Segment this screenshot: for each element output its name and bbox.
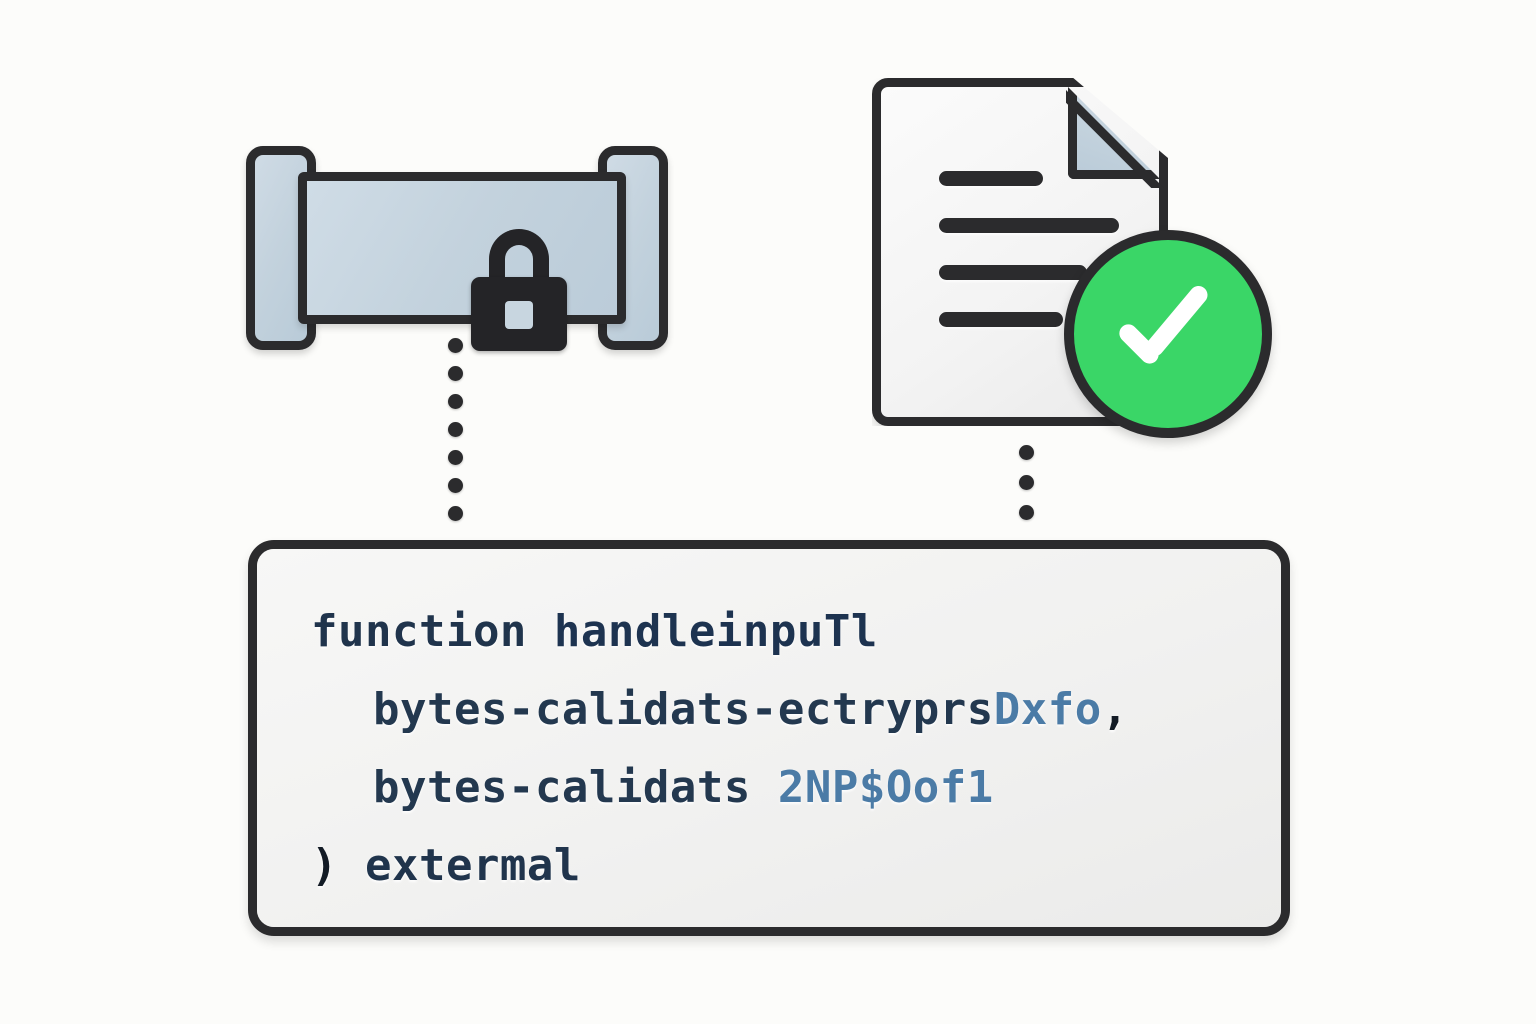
connector-dot	[1019, 505, 1034, 520]
gateway-body	[298, 172, 626, 351]
code-token-literal: 2NP$Oof1	[777, 762, 994, 813]
code-token-keyword: function	[311, 606, 554, 657]
code-token-function: handleinpuTl	[553, 606, 878, 657]
check-circle-icon	[1064, 230, 1272, 438]
lock-shackle	[489, 229, 549, 291]
code-token-punctuation: )	[311, 840, 365, 891]
secure-gateway-icon	[244, 142, 674, 354]
connector-dot	[448, 394, 463, 409]
code-token-type: bytes-calidats	[373, 762, 778, 813]
connector-dot	[1019, 445, 1034, 460]
code-token-punctuation: ,	[1101, 684, 1129, 735]
lock-body	[471, 277, 567, 351]
code-line: bytes-calidats-ectryprsDxfo,	[311, 671, 1281, 749]
code-line: ) extermal	[311, 827, 1281, 905]
connector-dot	[448, 366, 463, 381]
code-token-type: bytes-calidats-ectryprs	[373, 684, 994, 735]
connector-dot	[448, 450, 463, 465]
code-token-literal: Dxfo	[993, 684, 1102, 735]
connector-dot	[1019, 475, 1034, 490]
lock-keyhole	[505, 301, 533, 329]
lock-icon	[471, 229, 567, 351]
validated-document-icon	[872, 78, 1272, 438]
code-line: bytes-calidats 2NP$Oof1	[311, 749, 1281, 827]
document-text-line	[939, 312, 1063, 327]
document-text-line	[939, 171, 1043, 186]
connector-dot	[448, 478, 463, 493]
document-text-line	[939, 265, 1087, 280]
connector-dot	[448, 506, 463, 521]
connector-dot	[448, 422, 463, 437]
code-line: function handleinpuTl	[311, 593, 1281, 671]
code-token-keyword: extermal	[364, 840, 581, 891]
connector-dot	[448, 338, 463, 353]
document-text-line	[939, 218, 1119, 233]
